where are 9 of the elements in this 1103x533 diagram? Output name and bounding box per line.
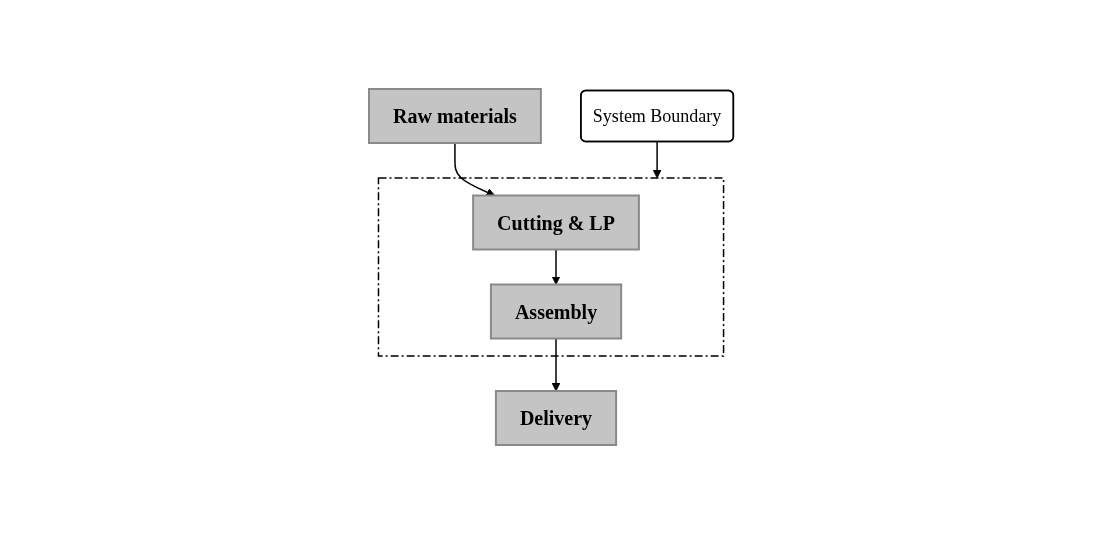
- cluster: [378, 176, 725, 357]
- node-box: Raw materials: [368, 87, 543, 144]
- arrow: [551, 248, 561, 285]
- arrow: [551, 337, 561, 391]
- node-box: Assembly: [490, 283, 623, 339]
- node-box: Delivery: [495, 389, 618, 446]
- arrow: [653, 140, 662, 178]
- arrow: [454, 141, 496, 196]
- node-box: Cutting & LP: [472, 194, 641, 250]
